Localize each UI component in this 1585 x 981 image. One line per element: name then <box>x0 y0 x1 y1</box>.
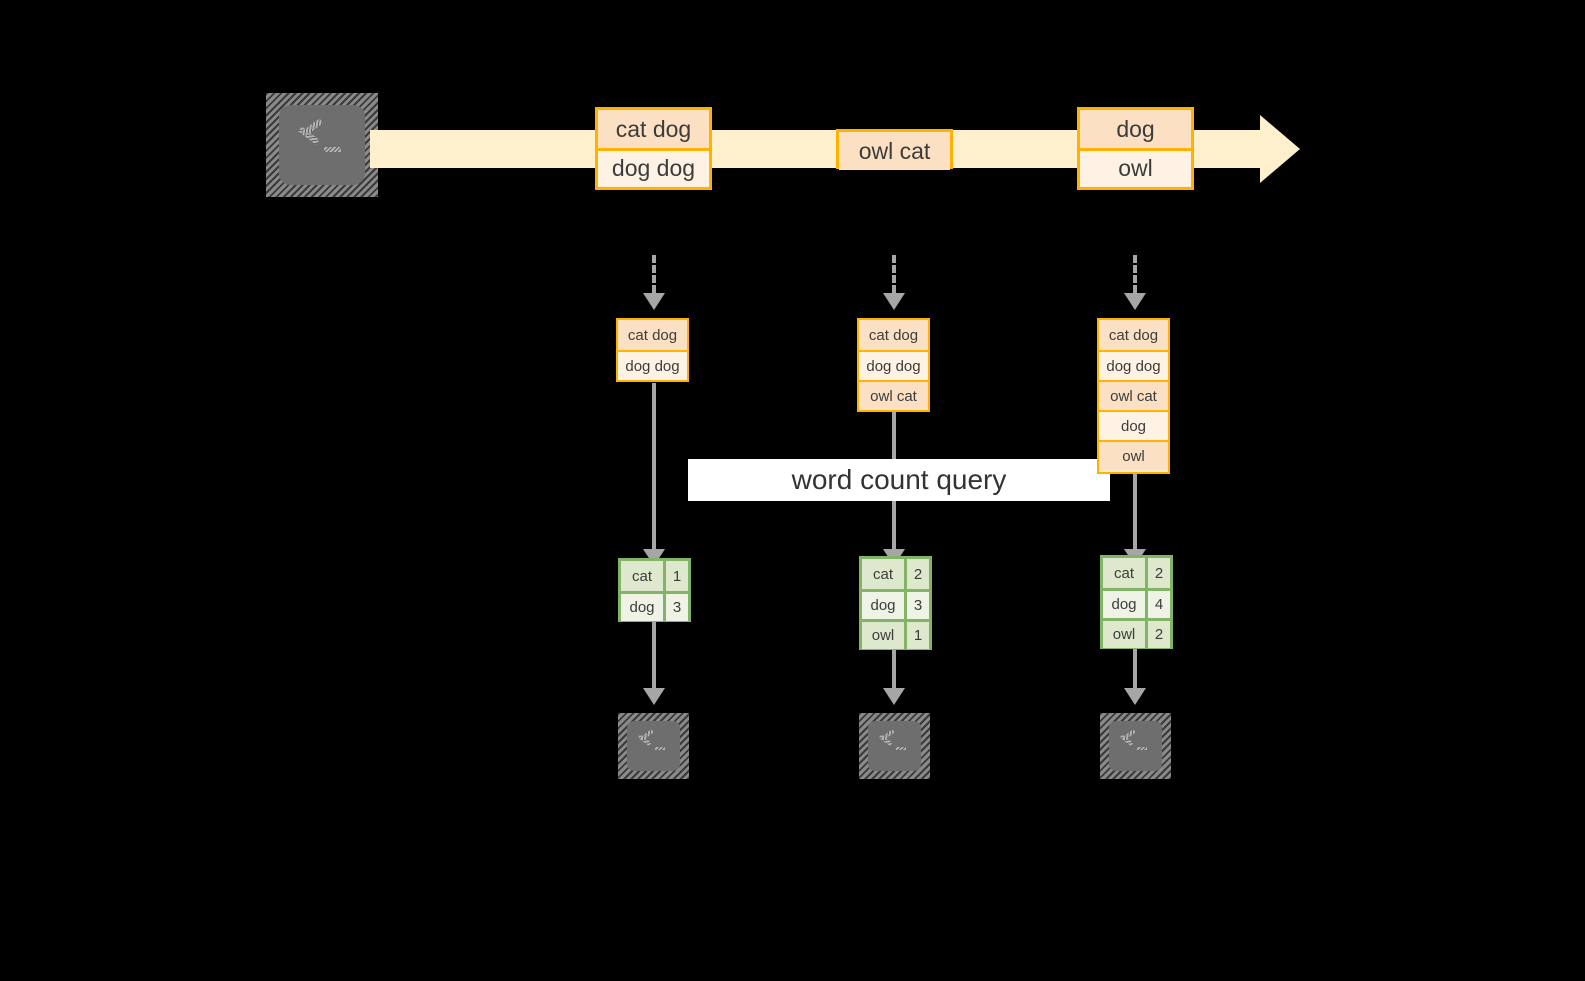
result-1-word: dog <box>621 594 664 621</box>
result-3-row: dog 4 <box>1103 588 1170 618</box>
connector-stream-to-snapshot-3 <box>1133 255 1137 293</box>
snapshot-3-row: owl cat <box>1099 380 1168 410</box>
stream-event-3-line: owl <box>1080 148 1191 186</box>
result-2-row: cat 2 <box>862 559 929 589</box>
stream-event-2[interactable]: owl cat <box>836 129 953 170</box>
connector-stream-to-snapshot-1 <box>652 255 656 293</box>
stream-event-3[interactable]: dog owl <box>1077 107 1194 190</box>
result-2-count: 1 <box>904 622 929 649</box>
stream-event-1[interactable]: cat dog dog dog <box>595 107 712 190</box>
snapshot-2-row: cat dog <box>859 320 928 350</box>
result-2-row: owl 1 <box>862 619 929 649</box>
terminal-body <box>279 105 365 185</box>
connector-arrowhead-icon <box>883 293 905 310</box>
snapshot-3-row: owl <box>1099 440 1168 470</box>
result-table-1[interactable]: cat 1 dog 3 <box>618 558 691 622</box>
connector-snapshot-1-to-result-1 <box>652 383 656 549</box>
result-3-word: dog <box>1103 591 1146 618</box>
stream-timeline-arrowhead-icon <box>1260 115 1300 183</box>
result-3-word: owl <box>1103 621 1146 648</box>
snapshot-table-3[interactable]: cat dog dog dog owl cat dog owl <box>1097 318 1170 474</box>
terminal-underscore-icon <box>323 146 341 153</box>
connector-arrowhead-icon <box>1124 293 1146 310</box>
sink-terminal-icon-3[interactable] <box>1100 713 1171 779</box>
connector-result-1-to-sink-1 <box>652 622 656 688</box>
result-3-count: 2 <box>1145 621 1170 648</box>
snapshot-1-row: cat dog <box>618 320 687 350</box>
terminal-underscore-icon <box>654 746 666 751</box>
result-2-word: owl <box>862 622 905 649</box>
stream-event-1-line: cat dog <box>598 110 709 148</box>
connector-arrowhead-icon <box>1124 688 1146 705</box>
stream-event-2-line: owl cat <box>839 132 950 170</box>
snapshot-2-row: owl cat <box>859 380 928 410</box>
result-2-word: dog <box>862 592 905 619</box>
result-1-count: 3 <box>663 594 688 621</box>
sink-terminal-icon-1[interactable] <box>618 713 689 779</box>
snapshot-2-row: dog dog <box>859 350 928 380</box>
result-1-row: dog 3 <box>621 591 688 621</box>
sink-terminal-icon-2[interactable] <box>859 713 930 779</box>
stream-event-1-line: dog dog <box>598 148 709 186</box>
stream-event-3-line: dog <box>1080 110 1191 148</box>
snapshot-3-row: dog <box>1099 410 1168 440</box>
result-table-3[interactable]: cat 2 dog 4 owl 2 <box>1100 555 1173 649</box>
snapshot-table-1[interactable]: cat dog dog dog <box>616 318 689 382</box>
terminal-underscore-icon <box>1136 746 1148 751</box>
query-label-band: word count query <box>688 459 1110 501</box>
result-table-2[interactable]: cat 2 dog 3 owl 1 <box>859 556 932 650</box>
connector-snapshot-3-to-result-3 <box>1133 473 1137 549</box>
result-2-count: 3 <box>904 592 929 619</box>
connector-arrowhead-icon <box>643 293 665 310</box>
connector-arrowhead-icon <box>883 688 905 705</box>
terminal-body <box>867 720 922 772</box>
connector-result-2-to-sink-2 <box>892 650 896 688</box>
snapshot-1-row: dog dog <box>618 350 687 380</box>
result-3-count: 2 <box>1145 558 1170 588</box>
result-2-row: dog 3 <box>862 589 929 619</box>
source-terminal-icon[interactable] <box>266 93 378 197</box>
terminal-body <box>1108 720 1163 772</box>
result-1-word: cat <box>621 561 664 591</box>
query-label: word count query <box>791 464 1007 495</box>
snapshot-table-2[interactable]: cat dog dog dog owl cat <box>857 318 930 412</box>
connector-arrowhead-icon <box>643 688 665 705</box>
result-3-row: cat 2 <box>1103 558 1170 588</box>
result-2-word: cat <box>862 559 905 589</box>
connector-result-3-to-sink-3 <box>1133 649 1137 688</box>
result-3-row: owl 2 <box>1103 618 1170 648</box>
terminal-body <box>626 720 681 772</box>
result-3-word: cat <box>1103 558 1146 588</box>
result-1-row: cat 1 <box>621 561 688 591</box>
result-1-count: 1 <box>663 561 688 591</box>
snapshot-3-row: dog dog <box>1099 350 1168 380</box>
snapshot-3-row: cat dog <box>1099 320 1168 350</box>
result-3-count: 4 <box>1145 591 1170 618</box>
result-2-count: 2 <box>904 559 929 589</box>
terminal-underscore-icon <box>895 746 907 751</box>
connector-stream-to-snapshot-2 <box>892 255 896 293</box>
